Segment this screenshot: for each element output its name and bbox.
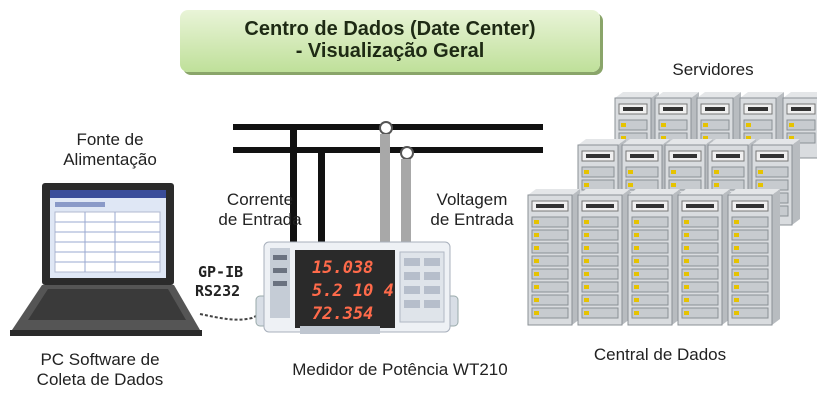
servers-label: Servidores [672, 60, 754, 79]
meter-reading-2: 5.2 10 4 [312, 281, 394, 301]
title-line-1: Centro de Dados (Date Center) [244, 18, 536, 40]
central-label: Central de Dados [593, 345, 727, 364]
meter-label: Medidor de Potência WT210 [292, 360, 508, 379]
power-source-label-2: Alimentação [63, 150, 157, 169]
interface-label-1: GP-IB [198, 263, 244, 281]
title-line-2: - Visualização Geral [295, 40, 485, 62]
server-rack [527, 189, 580, 326]
power-lines [233, 121, 543, 242]
pc-label-1: PC Software de [40, 350, 160, 369]
power-meter-device [255, 241, 459, 334]
data-cable [199, 309, 269, 321]
title-banner: Centro de Dados (Date Center) - Visualiz… [180, 10, 600, 72]
power-source-label-1: Fonte de [76, 130, 144, 149]
voltage-label-2: de Entrada [430, 210, 514, 229]
server-rack [727, 189, 780, 326]
current-label-1: Corrente [226, 190, 294, 209]
current-label-2: de Entrada [218, 210, 302, 229]
server-racks [527, 92, 817, 326]
interface-label-2: RS232 [195, 282, 241, 300]
voltage-label-1: Voltagem [436, 190, 508, 209]
meter-reading-1: 15.038 [312, 258, 373, 278]
laptop-illustration [10, 183, 202, 336]
server-rack [577, 189, 630, 326]
server-rack [677, 189, 730, 326]
server-rack [627, 189, 680, 326]
meter-reading-3: 72.354 [312, 304, 373, 324]
pc-label-2: Coleta de Dados [36, 370, 164, 389]
